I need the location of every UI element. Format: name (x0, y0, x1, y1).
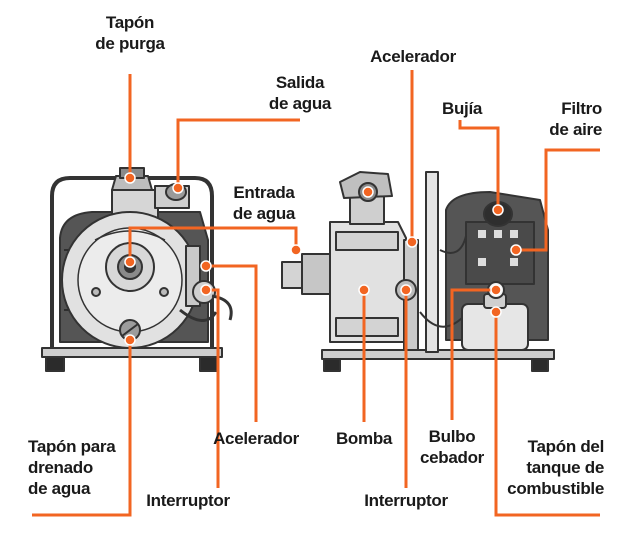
dot-filtro-aire (510, 244, 522, 256)
label-entrada-agua: Entrada de agua (232, 183, 296, 223)
dot-salida-agua (172, 182, 184, 194)
leader-acelerador-bottom (206, 264, 258, 422)
label-bulbo-cebador: Bulbo cebador (419, 427, 485, 467)
marker-dots (124, 172, 522, 346)
leader-salida-agua (176, 118, 300, 188)
label-acelerador-bottom: Acelerador (213, 429, 299, 448)
label-interruptor-right: Interruptor (364, 491, 448, 510)
dot-bulbo-cebador (490, 284, 502, 296)
label-salida-agua: Salida de agua (268, 73, 332, 113)
leader-bujia (458, 120, 500, 208)
label-bujia: Bujía (441, 99, 483, 118)
label-tapon-tanque: Tapón del tanque de combustible (507, 437, 604, 498)
dot-entrada-side (290, 244, 302, 256)
label-bomba: Bomba (335, 429, 393, 448)
dot-bujia (492, 204, 504, 216)
label-acelerador-top: Acelerador (370, 47, 456, 66)
front-base (41, 347, 223, 358)
dot-interruptor-right (400, 284, 412, 296)
dot-outlet-side (362, 186, 374, 198)
dot-bomba (358, 284, 370, 296)
leader-tapon-tanque (494, 312, 600, 517)
leader-bulbo-cebador (450, 288, 496, 420)
dot-tapon-purga (124, 172, 136, 184)
label-tapon-purga: Tapón de purga (95, 13, 165, 53)
dot-acelerador-bottom (200, 260, 212, 272)
dot-tapon-drenado (124, 334, 136, 346)
leader-filtro-aire (516, 148, 600, 252)
label-filtro-aire: Filtro de aire (549, 99, 602, 139)
dot-interruptor-left (200, 284, 212, 296)
label-interruptor-left: Interruptor (146, 491, 230, 510)
dot-tapon-tanque (490, 306, 502, 318)
leader-entrada-agua (128, 226, 298, 262)
side-view-pump (281, 171, 555, 372)
leader-lines (32, 70, 600, 517)
leader-tapon-drenado (32, 340, 132, 517)
dot-entrada-agua (124, 256, 136, 268)
label-tapon-drenado: Tapón para drenado de agua (28, 437, 116, 498)
dot-acelerador-top (406, 236, 418, 248)
